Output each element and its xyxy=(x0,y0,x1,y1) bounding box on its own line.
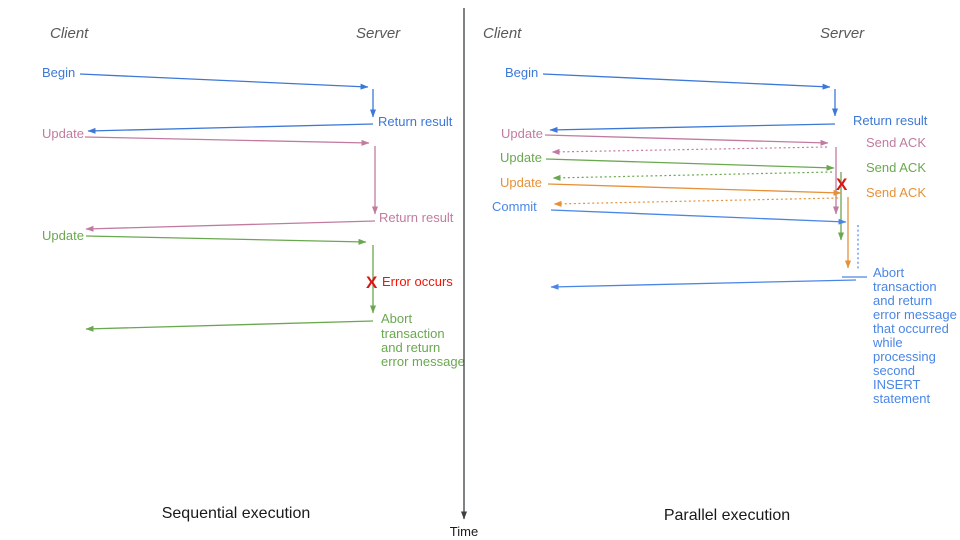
update3-label-right: Update xyxy=(500,175,542,190)
parallel-panel: Client Server Begin Return result Update… xyxy=(483,25,957,524)
svg-text:transaction: transaction xyxy=(381,326,445,341)
abort-message-right: Abort transaction and return error messa… xyxy=(872,265,957,406)
update2-arrow-left xyxy=(85,235,367,245)
server-header-right: Server xyxy=(820,25,865,42)
server-header-left: Server xyxy=(356,25,401,42)
client-header-left: Client xyxy=(50,25,89,42)
abort-arrow-right xyxy=(550,279,857,290)
return-result-arrow-1-left xyxy=(87,123,374,134)
send-ack1-arrow xyxy=(551,146,828,155)
begin-arrow-right xyxy=(542,73,831,90)
svg-text:second: second xyxy=(873,363,915,378)
return-result-label-1-left: Return result xyxy=(378,114,453,129)
begin-label-left: Begin xyxy=(42,65,75,80)
return-result-label-right: Return result xyxy=(853,113,928,128)
update1-arrow-left xyxy=(84,136,370,146)
abort-message-left: Abort transaction and return error messa… xyxy=(381,311,465,369)
commit-label: Commit xyxy=(492,199,537,214)
svg-text:transaction: transaction xyxy=(873,279,937,294)
update2-arrow-right xyxy=(545,158,835,171)
parallel-execution-caption: Parallel execution xyxy=(664,507,790,524)
send-ack1-label: Send ACK xyxy=(866,135,926,150)
time-axis: Time xyxy=(450,8,478,539)
svg-text:INSERT: INSERT xyxy=(873,377,920,392)
error-occurs-label: Error occurs xyxy=(382,274,453,289)
begin-arrow-left xyxy=(79,73,369,90)
svg-text:Abort: Abort xyxy=(873,265,904,280)
send-ack2-label: Send ACK xyxy=(866,160,926,175)
svg-text:error message: error message xyxy=(873,307,957,322)
return-result-arrow-right xyxy=(549,123,836,133)
abort-arrow-left xyxy=(85,320,374,332)
update1-arrow-right xyxy=(544,134,829,146)
update2-label-left: Update xyxy=(42,228,84,243)
svg-text:and return: and return xyxy=(873,293,932,308)
svg-text:that occurred: that occurred xyxy=(873,321,949,336)
svg-text:Abort: Abort xyxy=(381,311,412,326)
svg-text:error message: error message xyxy=(381,354,465,369)
svg-text:processing: processing xyxy=(873,349,936,364)
svg-text:and return: and return xyxy=(381,340,440,355)
sequential-panel: Client Server Begin Return result Update… xyxy=(42,25,465,522)
error-x-icon-right: X xyxy=(836,175,848,194)
return-result-label-2-left: Return result xyxy=(379,210,454,225)
update3-arrow-right xyxy=(547,183,842,196)
begin-label-right: Begin xyxy=(505,65,538,80)
svg-text:statement: statement xyxy=(873,391,930,406)
send-ack3-arrow xyxy=(553,197,839,207)
svg-text:while: while xyxy=(872,335,903,350)
sequential-execution-caption: Sequential execution xyxy=(162,505,311,522)
update2-label-right: Update xyxy=(500,150,542,165)
send-ack3-label: Send ACK xyxy=(866,185,926,200)
client-header-right: Client xyxy=(483,25,522,42)
send-ack2-arrow xyxy=(552,171,833,181)
time-axis-label: Time xyxy=(450,524,478,539)
error-x-icon-left: X xyxy=(366,273,378,292)
commit-arrow xyxy=(550,209,847,225)
update1-label-right: Update xyxy=(501,126,543,141)
return-result-arrow-2-left xyxy=(85,220,376,232)
update1-label-left: Update xyxy=(42,126,84,141)
